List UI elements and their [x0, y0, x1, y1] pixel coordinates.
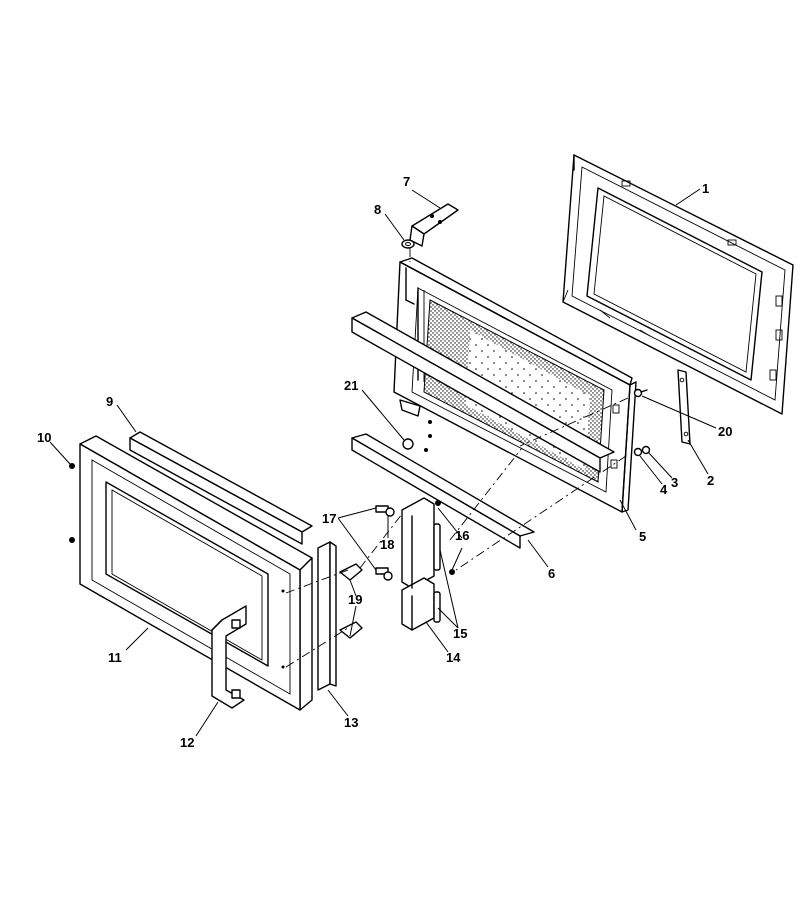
part-13-vertical-strip — [317, 541, 337, 691]
callout-13: 13 — [344, 715, 358, 730]
callout-17: 17 — [322, 511, 336, 526]
part-14-hinge-plates — [401, 497, 435, 631]
callout-18: 18 — [380, 537, 394, 552]
part-12-handle — [211, 605, 247, 709]
part-8-bushing — [401, 239, 415, 249]
callout-21: 21 — [344, 378, 358, 393]
callout-5: 5 — [639, 529, 646, 544]
callout-20: 20 — [718, 424, 732, 439]
part-21-latch-hook — [399, 399, 432, 452]
callout-9: 9 — [106, 394, 113, 409]
callout-3: 3 — [671, 475, 678, 490]
callout-15: 15 — [453, 626, 467, 641]
callout-8: 8 — [374, 202, 381, 217]
callout-labels: 1 2 3 4 5 6 7 8 9 10 11 12 13 14 15 16 1… — [37, 174, 732, 750]
part-1-inner-panel — [562, 154, 794, 415]
part-15-springs — [433, 523, 441, 623]
part-6-choke-strip — [351, 433, 535, 549]
choke-strip-top — [351, 311, 615, 473]
part-2-strap — [677, 369, 691, 445]
part-10-screws — [69, 463, 75, 543]
parts-17-18-pins — [375, 505, 395, 581]
part-9-trim-strip — [129, 431, 313, 545]
callout-1: 1 — [702, 181, 709, 196]
callout-12: 12 — [180, 735, 194, 750]
part-16-screws — [435, 500, 455, 575]
callout-2: 2 — [707, 473, 714, 488]
callout-4: 4 — [660, 482, 668, 497]
callout-14: 14 — [446, 650, 461, 665]
callout-16: 16 — [455, 528, 469, 543]
callout-19: 19 — [348, 592, 362, 607]
assembly-centerlines — [285, 248, 629, 668]
part-7-hinge-bracket — [409, 203, 459, 247]
callout-6: 6 — [548, 566, 555, 581]
callout-11: 11 — [108, 650, 122, 665]
callout-7: 7 — [403, 174, 410, 189]
part-11-outer-door — [79, 435, 313, 711]
parts-3-4-20-screws — [633, 388, 651, 457]
callout-10: 10 — [37, 430, 51, 445]
leader-lines — [49, 188, 717, 737]
